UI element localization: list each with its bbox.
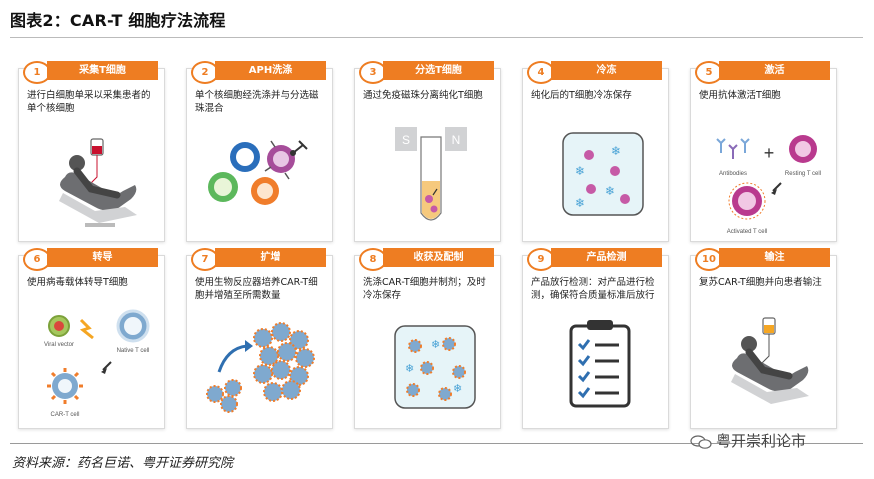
svg-text:❄: ❄ bbox=[453, 382, 462, 395]
plus-sign: + bbox=[764, 143, 775, 163]
svg-text:❄: ❄ bbox=[431, 338, 440, 351]
antibodies-label: Antibodies bbox=[719, 171, 747, 177]
patient-chair-infusion-icon bbox=[731, 317, 809, 404]
step-label: 扩增 bbox=[215, 248, 326, 267]
step-description: 使用生物反应器培养CAR-T细胞并增殖至所需数量 bbox=[195, 277, 318, 301]
magnet-n-label: N bbox=[452, 133, 461, 147]
svg-text:❄: ❄ bbox=[575, 164, 585, 178]
step-description: 进行白细胞单采以采集患者的单个核细胞 bbox=[27, 90, 151, 114]
harvest-dish-icon: ❄ ❄ ❄ bbox=[394, 325, 476, 409]
step-card-2: 2 APH洗涤 单个核细胞经洗涤并与分选磁珠混合 bbox=[186, 61, 333, 242]
bottom-divider bbox=[10, 443, 863, 444]
svg-text:❄: ❄ bbox=[575, 196, 585, 210]
step-label: 分选T细胞 bbox=[383, 61, 494, 80]
step-label: 采集T细胞 bbox=[47, 61, 158, 80]
step-description: 单个核细胞经洗涤并与分选磁珠混合 bbox=[195, 90, 319, 114]
step-card-5: 5 激活 使用抗体激活T细胞 Antibodies + Resting T ce… bbox=[690, 61, 837, 242]
step-label: 收获及配制 bbox=[383, 248, 494, 267]
step-card-10: 10 输注 复苏CAR-T细胞并向患者输注 bbox=[690, 248, 837, 429]
svg-text:❄: ❄ bbox=[611, 144, 621, 158]
step-card-3: 3 分选T细胞 通过免疫磁珠分离纯化T细胞 S N bbox=[354, 61, 501, 242]
step-label: 激活 bbox=[719, 61, 830, 80]
step-card-7: 7 扩增 使用生物反应器培养CAR-T细胞并增殖至所需数量 bbox=[186, 248, 333, 429]
viral-transduction-icon: Viral vector Native T cell CAR-T cell bbox=[44, 309, 150, 418]
step-label: APH洗涤 bbox=[215, 61, 326, 80]
step-description: 通过免疫磁珠分离纯化T细胞 bbox=[363, 90, 483, 101]
step-description: 洗涤CAR-T细胞并制剂；及时冷冻保存 bbox=[363, 277, 486, 301]
cells-with-beads-icon bbox=[208, 140, 308, 205]
step-card-9: 9 产品检测 产品放行检测：对产品进行检测，确保符合质量标准后放行 bbox=[522, 248, 669, 429]
step-description: 使用抗体激活T细胞 bbox=[699, 90, 781, 101]
native-t-cell-label: Native T cell bbox=[117, 348, 150, 354]
svg-text:❄: ❄ bbox=[405, 362, 414, 375]
step-label: 输注 bbox=[719, 248, 830, 267]
magnet-test-tube-icon: S N bbox=[395, 127, 467, 221]
step-card-6: 6 转导 使用病毒载体转导T细胞 Viral vector Native T c… bbox=[18, 248, 165, 429]
step-label: 产品检测 bbox=[551, 248, 662, 267]
clipboard-checklist-icon bbox=[569, 320, 631, 408]
step-card-4: 4 冷冻 纯化后的T细胞冷冻保存 ❄ ❄ ❄ ❄ bbox=[522, 61, 669, 242]
step-card-1: 1 采集T细胞 进行白细胞单采以采集患者的单个核细胞 bbox=[18, 61, 165, 242]
frozen-cells-dish-icon: ❄ ❄ ❄ ❄ bbox=[562, 132, 644, 216]
top-divider bbox=[10, 37, 863, 38]
activated-t-cell-label: Activated T cell bbox=[727, 229, 767, 235]
step-description: 产品放行检测：对产品进行检测，确保符合质量标准后放行 bbox=[531, 277, 655, 301]
step-label: 冷冻 bbox=[551, 61, 662, 80]
resting-t-cell-label: Resting T cell bbox=[785, 171, 821, 177]
antibody-activation-icon: Antibodies + Resting T cell Activated T … bbox=[716, 135, 821, 235]
source-note: 资料来源：药名巨诺、粤开证券研究院 bbox=[12, 456, 234, 471]
magnet-s-label: S bbox=[402, 133, 410, 147]
patient-chair-blood-bag-icon bbox=[59, 138, 137, 227]
viral-vector-label: Viral vector bbox=[44, 342, 74, 348]
step-description: 纯化后的T细胞冷冻保存 bbox=[531, 90, 632, 101]
step-description: 使用病毒载体转导T细胞 bbox=[27, 277, 128, 288]
car-t-cell-label: CAR-T cell bbox=[51, 412, 80, 418]
step-description: 复苏CAR-T细胞并向患者输注 bbox=[699, 277, 822, 288]
figure-title: 图表2：CAR-T 细胞疗法流程 bbox=[10, 11, 226, 30]
watermark-text: 粤开崇利论市 bbox=[716, 432, 807, 450]
watermark: 粤开崇利论市 bbox=[690, 430, 806, 451]
step-card-8: 8 收获及配制 洗涤CAR-T细胞并制剂；及时冷冻保存 ❄ ❄ ❄ bbox=[354, 248, 501, 429]
step-label: 转导 bbox=[47, 248, 158, 267]
svg-text:❄: ❄ bbox=[605, 184, 615, 198]
wechat-icon bbox=[690, 434, 712, 449]
cell-expansion-icon bbox=[206, 322, 315, 413]
